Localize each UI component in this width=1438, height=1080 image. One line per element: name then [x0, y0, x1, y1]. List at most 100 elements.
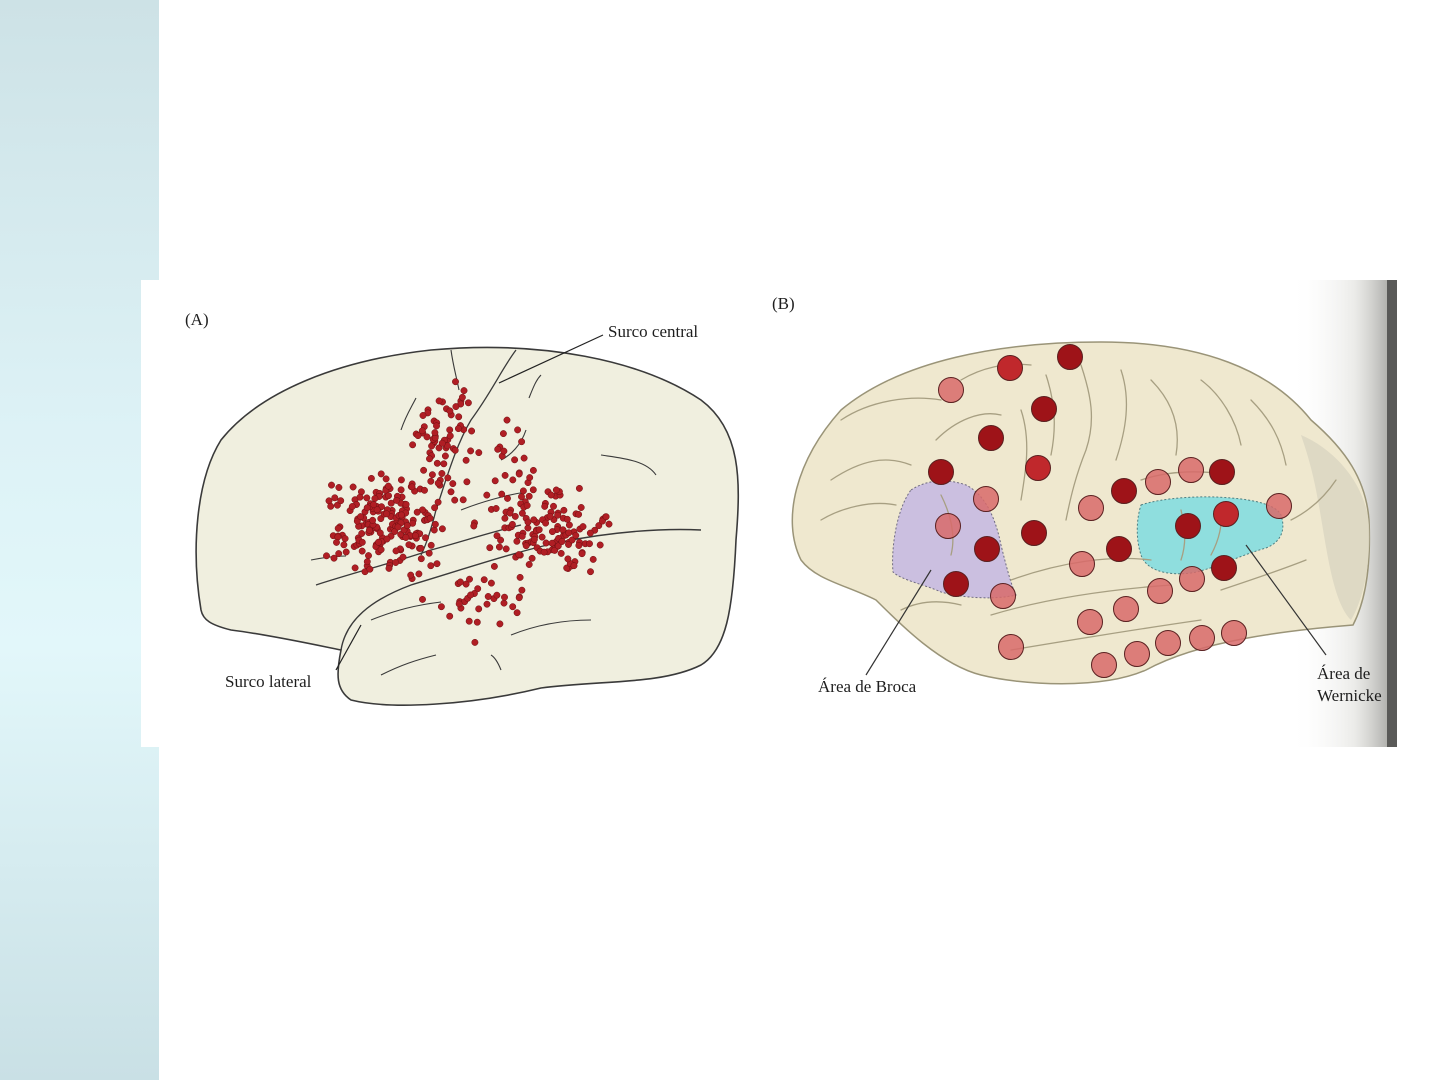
lesion-dot: [402, 500, 410, 508]
lesion-dot: [493, 532, 501, 540]
lesion-dot: [422, 534, 429, 542]
lesion-dot: [446, 612, 454, 620]
lesion-dot: [419, 595, 426, 603]
lesion-dot: [377, 546, 385, 554]
lesion-dot: [371, 495, 379, 502]
panel-a-brain-outline: [195, 346, 740, 706]
lesion-dot: [542, 539, 550, 547]
lesion-dot: [502, 545, 510, 553]
lesion-dot: [358, 538, 366, 546]
lesion-dot: [449, 480, 457, 488]
lesion-dot: [446, 432, 454, 440]
lesion-dot: [446, 407, 454, 415]
lesion-dot: [415, 570, 423, 578]
lesion-dot: [393, 496, 400, 504]
lesion-dot: [513, 537, 521, 545]
sidebar-panel: [0, 0, 159, 1080]
lesion-dot: [414, 432, 422, 440]
lesion-dot: [525, 492, 533, 500]
lesion-dot: [518, 532, 526, 540]
lesion-dot: [494, 445, 502, 453]
panel-b-occipital: [1301, 435, 1370, 620]
lesion-dot: [385, 492, 392, 500]
panel-b-gyrus: [960, 363, 1032, 381]
lesion-dot: [516, 573, 524, 581]
lesion-dot: [575, 542, 583, 549]
lesion-dot: [565, 521, 573, 529]
lesion-dot: [399, 553, 407, 561]
stimulation-site: [1113, 596, 1139, 622]
lesion-dot: [522, 542, 530, 550]
lesion-dot: [484, 593, 492, 600]
lesion-dot: [511, 512, 519, 520]
stimulation-site: [1091, 652, 1117, 678]
panel-a-brain: [195, 334, 740, 706]
lesion-dot: [451, 496, 459, 504]
panel-a-central-sulcus-leader: [498, 334, 604, 384]
lesion-dot: [367, 474, 375, 482]
lesion-dot: [462, 456, 470, 464]
lesion-dot: [348, 503, 356, 510]
stimulation-site: [1078, 495, 1104, 521]
lesion-dot: [421, 486, 428, 494]
lesion-dot: [519, 487, 527, 495]
lesion-dot: [541, 502, 549, 510]
lesion-dot: [565, 529, 573, 537]
lesion-dot: [428, 471, 436, 479]
lesion-dot: [387, 499, 395, 507]
lesion-dot: [397, 486, 405, 494]
figure-canvas: [195, 280, 1397, 747]
lesion-dot: [418, 427, 426, 435]
lesion-dot: [435, 444, 443, 452]
lesion-dot: [373, 506, 381, 514]
lesion-dot: [437, 603, 445, 611]
stimulation-site: [1211, 555, 1237, 581]
wernicke-area-label-line1: Área de: [1317, 664, 1371, 683]
wernicke-region: [1136, 496, 1284, 575]
panel-b-gyrus: [935, 413, 1002, 441]
lesion-dot: [366, 565, 374, 573]
lesion-dot: [558, 538, 566, 545]
lesion-dot: [425, 549, 433, 557]
stimulation-site: [938, 377, 964, 403]
panel-a-sulcus: [400, 397, 417, 431]
lesion-dot: [438, 525, 446, 533]
lesion-dot: [475, 605, 483, 613]
lesion-dot: [405, 541, 413, 549]
lesion-dot: [358, 530, 366, 537]
lesion-dot: [530, 535, 538, 543]
lesion-dot: [500, 447, 508, 455]
lesion-dot: [335, 550, 343, 558]
lesion-dot: [578, 550, 586, 558]
lesion-dot: [433, 560, 441, 568]
lesion-dot: [431, 520, 439, 528]
lesion-dot: [490, 562, 498, 570]
lesion-dot: [341, 535, 349, 543]
panel-a-sulcus: [600, 454, 657, 476]
lesion-dot: [518, 493, 525, 501]
panel-a-sulcus: [380, 654, 437, 676]
panel-b-gyrus: [900, 601, 962, 611]
panel-b-stimulation-sites: [928, 344, 1292, 678]
lesion-dot: [523, 502, 531, 509]
lesion-dot: [575, 484, 583, 492]
lesion-dot: [434, 479, 442, 487]
lesion-dot: [365, 552, 372, 560]
panel-a-temporal-lobe: [340, 528, 702, 651]
lesion-dot: [433, 459, 441, 467]
lesion-dot: [427, 562, 435, 570]
stimulation-site: [1155, 630, 1181, 656]
panel-b-brain: [791, 280, 1397, 747]
lesion-dot: [508, 520, 516, 528]
lesion-dot: [529, 466, 537, 474]
lesion-dot: [335, 484, 343, 491]
lesion-dot: [501, 471, 509, 479]
lesion-dot: [551, 546, 559, 554]
lesion-dot: [470, 522, 478, 530]
lesion-dot: [526, 474, 534, 482]
lesion-dot: [334, 524, 342, 532]
stimulation-site: [943, 571, 969, 597]
panel-a-label: (A): [185, 310, 209, 329]
lesion-dot: [538, 533, 546, 541]
brain-language-figure: (A) Surco central Surco lateral (B) Área…: [141, 280, 1397, 747]
